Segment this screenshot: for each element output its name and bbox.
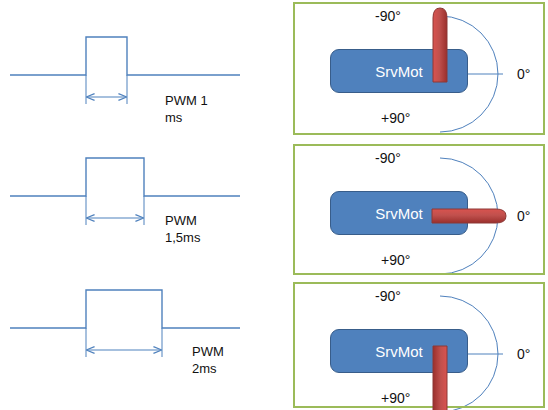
pulse-width-label: PWM 1 ms <box>165 92 209 126</box>
angle-label: 0° <box>517 208 530 224</box>
pulse-waveform <box>10 158 240 196</box>
angle-label: -90° <box>375 150 401 166</box>
angle-label: +90° <box>381 110 410 126</box>
servo-body: SrvMot <box>330 191 468 235</box>
servo-body: SrvMot <box>330 49 468 93</box>
servo-label: SrvMot <box>375 205 423 222</box>
width-arrows <box>87 97 161 350</box>
servo-horn <box>432 209 506 223</box>
servo-label: SrvMot <box>375 63 423 80</box>
servo-horn <box>433 346 447 410</box>
pulse-waveform <box>10 37 240 75</box>
pulse-width-label: PWM 2ms <box>192 343 236 377</box>
servo-panel: -90° 0° +90° SrvMot <box>293 2 545 135</box>
pulse-waveform <box>10 290 240 328</box>
pwm-pulses <box>10 37 240 328</box>
servo-body: SrvMot <box>330 329 468 373</box>
angle-label: 0° <box>517 66 530 82</box>
servo-panel: -90° 0° +90° SrvMot <box>293 282 545 408</box>
pulse-width-label: PWM 1,5ms <box>165 212 209 246</box>
angle-label: +90° <box>381 252 410 268</box>
angle-label: -90° <box>375 8 401 24</box>
servo-horn <box>433 8 447 82</box>
angle-label: -90° <box>375 288 401 304</box>
angle-label: +90° <box>381 390 410 406</box>
servo-label: SrvMot <box>375 343 423 360</box>
servo-panel: -90° 0° +90° SrvMot <box>293 144 545 275</box>
angle-label: 0° <box>517 346 530 362</box>
extension-lines <box>86 75 162 357</box>
